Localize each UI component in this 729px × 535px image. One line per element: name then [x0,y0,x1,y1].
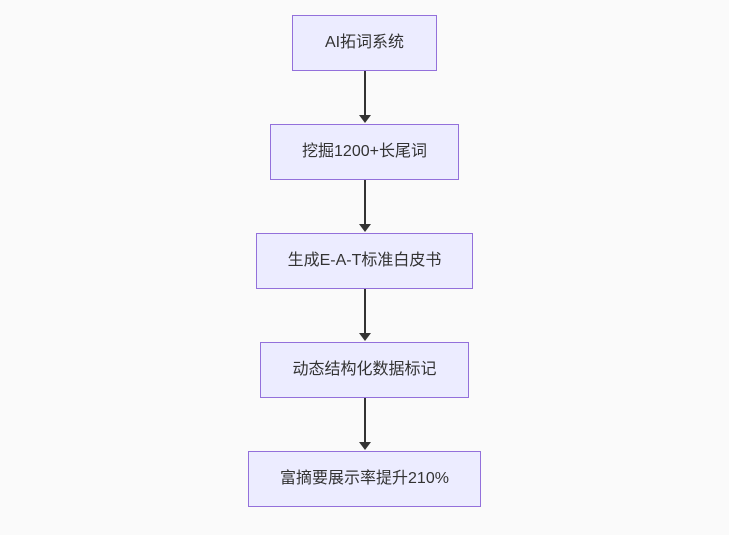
arrow-line [363,398,366,443]
flow-node-ai-word-expansion: AI拓词系统 [292,15,437,71]
arrow-head-icon [358,115,371,123]
arrow-connector [358,289,371,342]
flow-node-label: 挖掘1200+长尾词 [302,143,427,161]
flow-node-label: 生成E-A-T标准白皮书 [287,252,442,270]
flow-node-eat-whitepaper: 生成E-A-T标准白皮书 [255,233,474,289]
arrow-connector [358,180,371,233]
flow-node-longtail-mining: 挖掘1200+长尾词 [270,124,459,180]
arrow-head-icon [358,224,371,232]
arrow-connector [358,398,371,451]
arrow-head-icon [358,442,371,450]
arrow-line [363,71,366,116]
arrow-head-icon [358,333,371,341]
flow-node-label: 动态结构化数据标记 [292,361,437,379]
arrow-line [363,180,366,225]
arrow-line [363,289,366,334]
flow-node-rich-snippet-result: 富摘要展示率提升210% [248,451,481,507]
arrow-connector [358,71,371,124]
flow-node-label: AI拓词系统 [324,34,405,52]
flow-node-structured-data: 动态结构化数据标记 [260,342,469,398]
flow-node-label: 富摘要展示率提升210% [280,470,449,488]
